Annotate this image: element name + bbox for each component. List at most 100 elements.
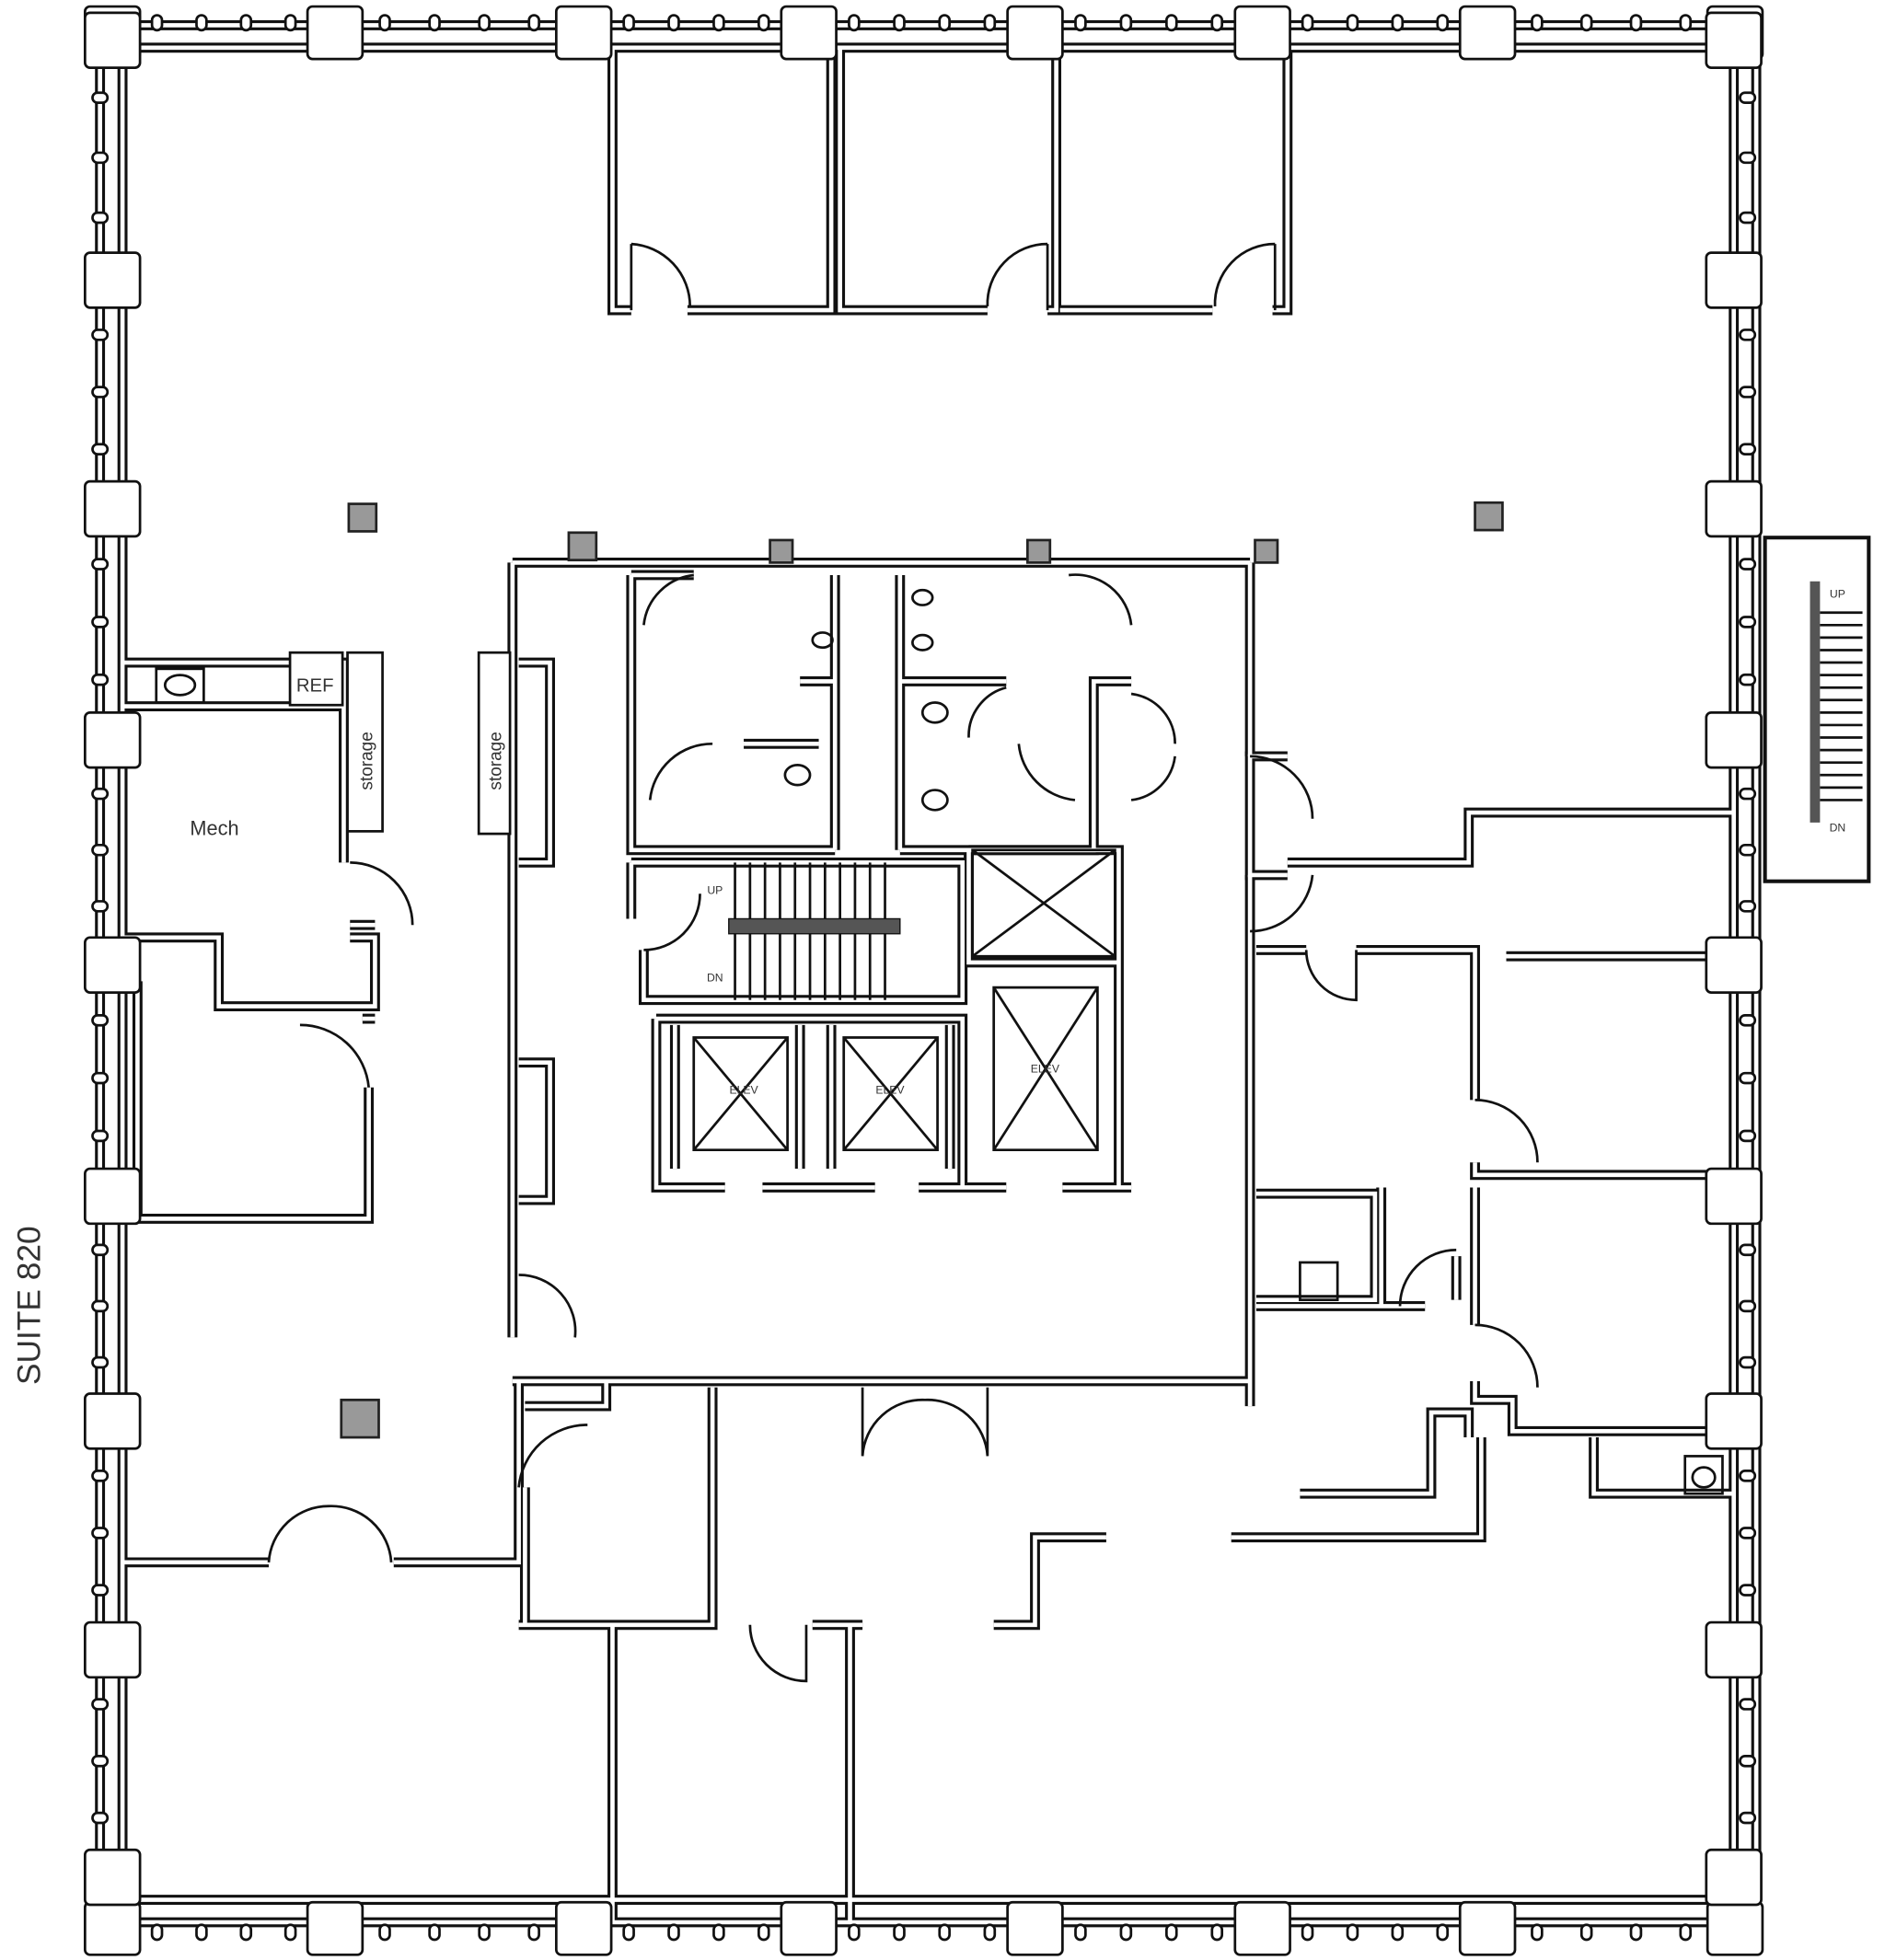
window-mullion xyxy=(150,1923,164,1942)
door-swings xyxy=(267,242,1539,1683)
window-mullion xyxy=(239,1923,253,1942)
window-mullion xyxy=(1739,616,1757,628)
elevator-label: ELEV xyxy=(1031,1062,1060,1075)
column xyxy=(780,1900,838,1956)
column xyxy=(1233,1900,1291,1956)
storage-label: storage xyxy=(358,732,377,790)
window-mullion xyxy=(1739,386,1757,398)
window-mullion xyxy=(1210,1923,1224,1942)
window-mullion xyxy=(91,91,110,104)
window-mullion xyxy=(91,1299,110,1313)
column xyxy=(1705,1392,1763,1450)
column xyxy=(1705,11,1763,69)
window-mullion xyxy=(757,14,770,32)
window-mullion xyxy=(91,1527,110,1539)
stair-down-label: DN xyxy=(1830,821,1846,834)
column xyxy=(306,5,364,61)
window-mullion xyxy=(1739,1243,1757,1257)
sink-icon xyxy=(911,633,934,651)
column xyxy=(83,11,142,69)
window-mullion xyxy=(712,14,725,32)
elevators xyxy=(692,848,1116,1152)
window-mullion xyxy=(428,14,441,32)
window-mullion xyxy=(91,443,110,455)
column xyxy=(1705,711,1763,769)
window-mullion xyxy=(1629,14,1643,32)
window-mullion xyxy=(1629,1923,1643,1942)
column xyxy=(1705,251,1763,309)
window-mullion xyxy=(527,14,540,32)
window-mullion xyxy=(1436,1923,1450,1942)
sink-icon xyxy=(155,667,205,704)
sink-icon xyxy=(1683,1455,1724,1495)
window-mullion xyxy=(757,1923,770,1942)
window-mullion xyxy=(622,14,635,32)
window-mullion xyxy=(1301,14,1314,32)
window-mullion xyxy=(91,1071,110,1085)
window-mullion xyxy=(1739,1698,1757,1711)
window-mullion xyxy=(478,14,491,32)
stair-handrail xyxy=(728,917,901,935)
window-mullion xyxy=(1739,1584,1757,1597)
column xyxy=(554,5,613,61)
window-mullion xyxy=(1739,1755,1757,1768)
toilet-icon xyxy=(783,764,812,787)
column xyxy=(83,936,142,994)
window-mullion xyxy=(91,843,110,857)
toilet-icon xyxy=(920,701,949,724)
window-mullion xyxy=(1074,14,1087,32)
storage-box xyxy=(346,651,384,833)
window-mullion xyxy=(195,14,208,32)
column xyxy=(1705,479,1763,538)
window-mullion xyxy=(712,1923,725,1942)
window-mullion xyxy=(478,1923,491,1942)
window-mullion xyxy=(938,1923,951,1942)
mech-room-label: Mech xyxy=(190,816,238,839)
fixtures xyxy=(155,588,1724,1495)
column xyxy=(1705,1848,1763,1907)
window-mullion xyxy=(1739,1014,1757,1027)
window-mullion xyxy=(91,900,110,913)
ref-label: REF xyxy=(296,675,334,696)
window-mullion xyxy=(1165,1923,1178,1942)
window-mullion xyxy=(667,14,680,32)
window-mullion xyxy=(91,1355,110,1369)
window-mullion xyxy=(239,14,253,32)
stair-up-label: UP xyxy=(1830,587,1845,600)
column xyxy=(554,1900,613,1956)
window-mullion xyxy=(91,616,110,628)
window-mullion xyxy=(1739,787,1757,801)
window-mullion xyxy=(283,14,297,32)
suite-label: SUITE 820 xyxy=(11,1226,47,1385)
window-mullion xyxy=(1391,1923,1405,1942)
window-mullion xyxy=(91,1129,110,1143)
window-mullion xyxy=(1391,14,1405,32)
sink-icon xyxy=(811,631,834,650)
window-mullion xyxy=(848,14,861,32)
window-mullion xyxy=(893,1923,906,1942)
window-mullion xyxy=(283,1923,297,1942)
window-mullion xyxy=(1579,1923,1593,1942)
column xyxy=(83,251,142,309)
column xyxy=(1705,936,1763,994)
window-mullion xyxy=(1739,1811,1757,1825)
window-mullion xyxy=(1739,443,1757,455)
window-mullion xyxy=(1739,900,1757,913)
window-mullion xyxy=(91,1014,110,1027)
column xyxy=(1705,1620,1763,1679)
window-mullion xyxy=(1165,14,1178,32)
window-mullion xyxy=(983,14,997,32)
window-mullion xyxy=(428,1923,441,1942)
window-mullion xyxy=(1739,673,1757,686)
window-mullion xyxy=(1579,14,1593,32)
window-mullion xyxy=(91,151,110,165)
ref-box xyxy=(288,651,344,707)
window-mullion xyxy=(622,1923,635,1942)
column xyxy=(83,1848,142,1907)
column xyxy=(780,5,838,61)
window-mullion xyxy=(1074,1923,1087,1942)
window-mullion xyxy=(1531,1923,1544,1942)
column xyxy=(1006,1900,1064,1956)
window-mullion xyxy=(1679,1923,1693,1942)
